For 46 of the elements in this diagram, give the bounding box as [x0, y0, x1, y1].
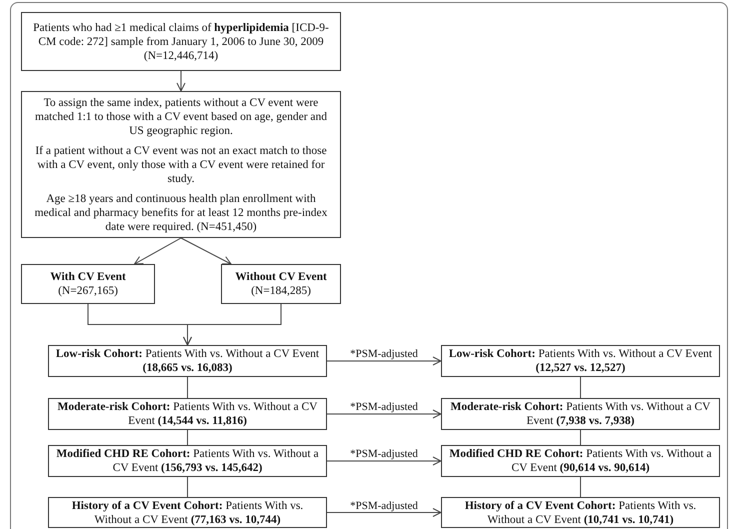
arrow: [180, 238, 232, 264]
edge-label: *PSM-adjusted: [349, 500, 419, 512]
process-box: [48, 345, 327, 377]
process-box: [441, 345, 720, 377]
box-text: Age ≥18 years and continuous health plan enrollment with medical and pharmacy benefits for at least 12 months pre-index date were required. (N=451,450): [34, 192, 328, 234]
process-box: [441, 398, 720, 430]
arrow: [326, 356, 442, 366]
process-box: [221, 264, 341, 304]
connector-line: [187, 430, 188, 446]
process-box: [21, 264, 155, 304]
edge-label: *PSM-adjusted: [349, 401, 419, 413]
process-box: [48, 497, 327, 528]
process-box: [48, 445, 327, 477]
edge-label: *PSM-adjusted: [349, 448, 419, 460]
box-text: Modified CHD RE Cohort: Patients With vs. Without a CV Event (90,614 vs. 90,614): [448, 447, 713, 475]
box-heading: Without CV Event: [235, 270, 327, 284]
box-text: To assign the same index, patients without a CV event were matched 1:1 to those with a CV event based on age, gender and US geographic region.: [34, 96, 328, 138]
connector-line: [580, 376, 581, 398]
process-box: [21, 12, 341, 71]
box-text: Low-risk Cohort: Patients With vs. Without a CV Event (12,527 vs. 12,527): [448, 347, 713, 375]
box-heading: With CV Event: [50, 270, 126, 284]
box-text: History of a CV Event Cohort: Patients With vs. Without a CV Event (77,163 vs. 10,744): [70, 498, 304, 526]
process-box: [441, 445, 720, 477]
arrow: [176, 70, 186, 92]
arrow: [134, 238, 182, 264]
box-text: Moderate-risk Cohort: Patients With vs. Without a CV Event (7,938 vs. 7,938): [450, 400, 712, 428]
process-box: [441, 497, 720, 528]
box-text: Modified CHD RE Cohort: Patients With vs. Without a CV Event (156,793 vs. 145,642): [55, 447, 320, 475]
arrow: [183, 304, 282, 346]
connector-line: [580, 430, 581, 446]
process-box: [48, 398, 327, 430]
box-text: (N=267,165): [58, 284, 118, 298]
process-box: [21, 91, 341, 238]
box-text: Low-risk Cohort: Patients With vs. Without a CV Event (18,665 vs. 16,083): [55, 347, 320, 375]
connector-line: [187, 376, 188, 398]
edge-label: *PSM-adjusted: [349, 348, 419, 360]
arrow: [326, 456, 442, 466]
connector-line: [187, 476, 188, 498]
box-text: History of a CV Event Cohort: Patients With vs. Without a CV Event (10,741 vs. 10,741): [464, 498, 698, 526]
connector-line: [580, 476, 581, 498]
box-text: If a patient without a CV event was not an exact match to those with a CV event, only those with a CV event were retained for study.: [34, 144, 328, 186]
box-text: (N=184,285): [251, 284, 311, 298]
arrow: [326, 508, 442, 517]
box-text: Moderate-risk Cohort: Patients With vs. Without a CV Event (14,544 vs. 11,816): [56, 400, 318, 428]
arrow: [326, 410, 442, 418]
box-text: Patients who had ≥1 medical claims of hyperlipidemia [ICD-9-CM code: 272] sample from January 1, 2006 to June 30, 2009 (N=12,446,714): [32, 20, 330, 62]
